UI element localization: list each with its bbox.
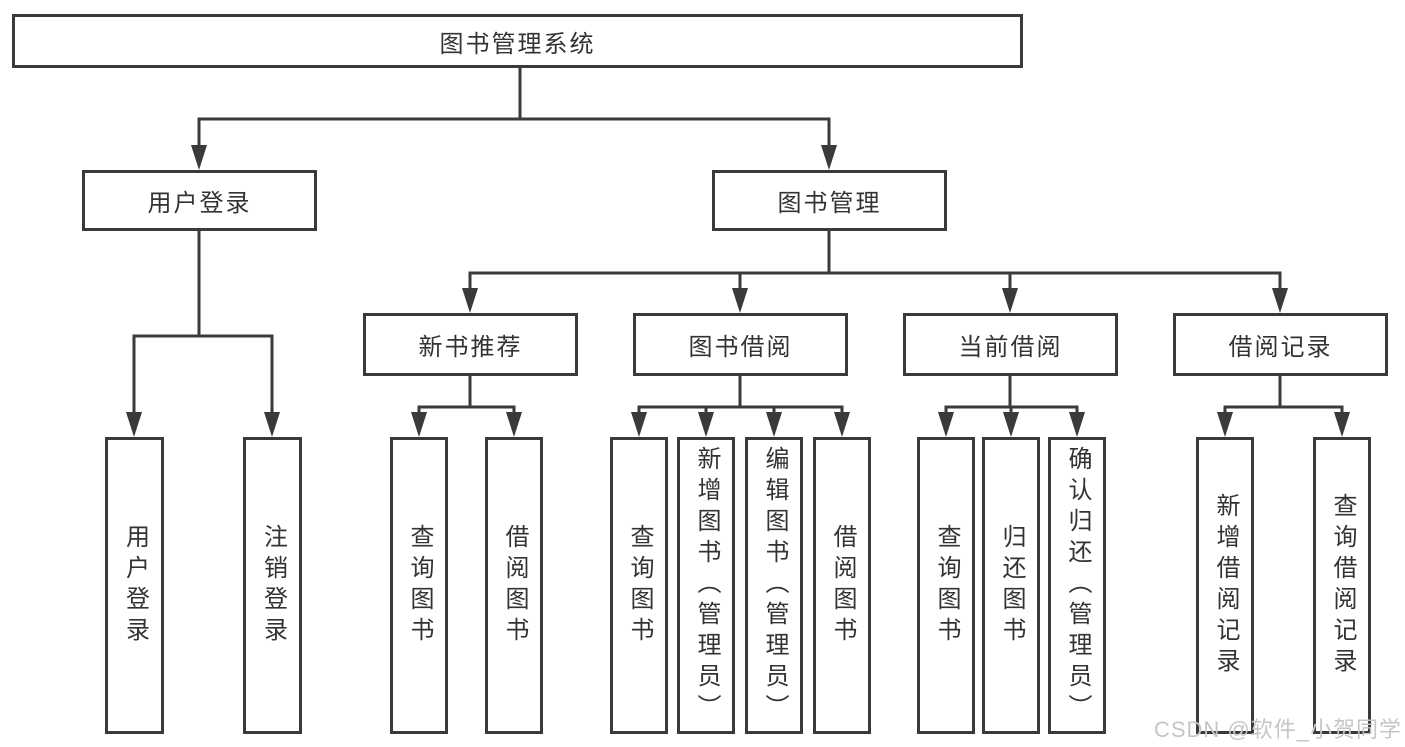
node-root-label: 图书管理系统 bbox=[439, 30, 596, 58]
csdn-watermark: CSDN @软件_小贺同学 bbox=[1153, 717, 1402, 742]
leaf-add-borrow-record-label: 新增借阅记录 bbox=[1212, 492, 1239, 679]
node-user-login: 用户登录 bbox=[82, 170, 317, 231]
node-new-book-recommend-label: 新书推荐 bbox=[418, 334, 523, 361]
leaf-return-book-label: 归还图书 bbox=[998, 523, 1025, 648]
node-user-login-label: 用户登录 bbox=[147, 190, 252, 217]
node-new-book-recommend: 新书推荐 bbox=[363, 313, 578, 376]
node-current-borrow: 当前借阅 bbox=[903, 313, 1118, 376]
node-root: 图书管理系统 bbox=[12, 14, 1023, 68]
node-book-management-label: 图书管理 bbox=[777, 190, 882, 217]
leaf-query-borrow-record-label: 查询借阅记录 bbox=[1329, 492, 1356, 679]
leaf-query-book-2: 查询图书 bbox=[610, 437, 668, 734]
leaf-add-book-admin: 新增图书（管理员） bbox=[677, 437, 735, 734]
leaf-logout: 注销登录 bbox=[243, 437, 302, 734]
leaf-query-borrow-record: 查询借阅记录 bbox=[1313, 437, 1371, 734]
leaf-confirm-return-admin: 确认归还（管理员） bbox=[1048, 437, 1106, 734]
leaf-edit-book-admin: 编辑图书（管理员） bbox=[745, 437, 803, 734]
leaf-query-book-1: 查询图书 bbox=[390, 437, 448, 734]
leaf-query-book-3: 查询图书 bbox=[917, 437, 975, 734]
node-borrow-record-label: 借阅记录 bbox=[1228, 334, 1333, 361]
leaf-borrow-book-2-label: 借阅图书 bbox=[829, 523, 856, 648]
leaf-query-book-1-label: 查询图书 bbox=[406, 523, 433, 648]
leaf-confirm-return-admin-label: 确认归还（管理员） bbox=[1064, 446, 1091, 725]
leaf-add-book-admin-label: 新增图书（管理员） bbox=[693, 446, 720, 725]
leaf-add-borrow-record: 新增借阅记录 bbox=[1196, 437, 1254, 734]
node-book-borrow-label: 图书借阅 bbox=[688, 334, 793, 361]
leaf-borrow-book-1: 借阅图书 bbox=[485, 437, 543, 734]
leaf-user-login-label: 用户登录 bbox=[121, 523, 149, 648]
leaf-user-login: 用户登录 bbox=[105, 437, 164, 734]
leaf-logout-label: 注销登录 bbox=[259, 523, 287, 648]
node-current-borrow-label: 当前借阅 bbox=[958, 334, 1063, 361]
leaf-borrow-book-1-label: 借阅图书 bbox=[501, 523, 528, 648]
leaf-query-book-3-label: 查询图书 bbox=[933, 523, 960, 648]
leaf-query-book-2-label: 查询图书 bbox=[626, 523, 653, 648]
leaf-borrow-book-2: 借阅图书 bbox=[813, 437, 871, 734]
node-book-management: 图书管理 bbox=[712, 170, 947, 231]
leaf-edit-book-admin-label: 编辑图书（管理员） bbox=[761, 446, 788, 725]
leaf-return-book: 归还图书 bbox=[982, 437, 1040, 734]
node-borrow-record: 借阅记录 bbox=[1173, 313, 1388, 376]
node-book-borrow: 图书借阅 bbox=[633, 313, 848, 376]
